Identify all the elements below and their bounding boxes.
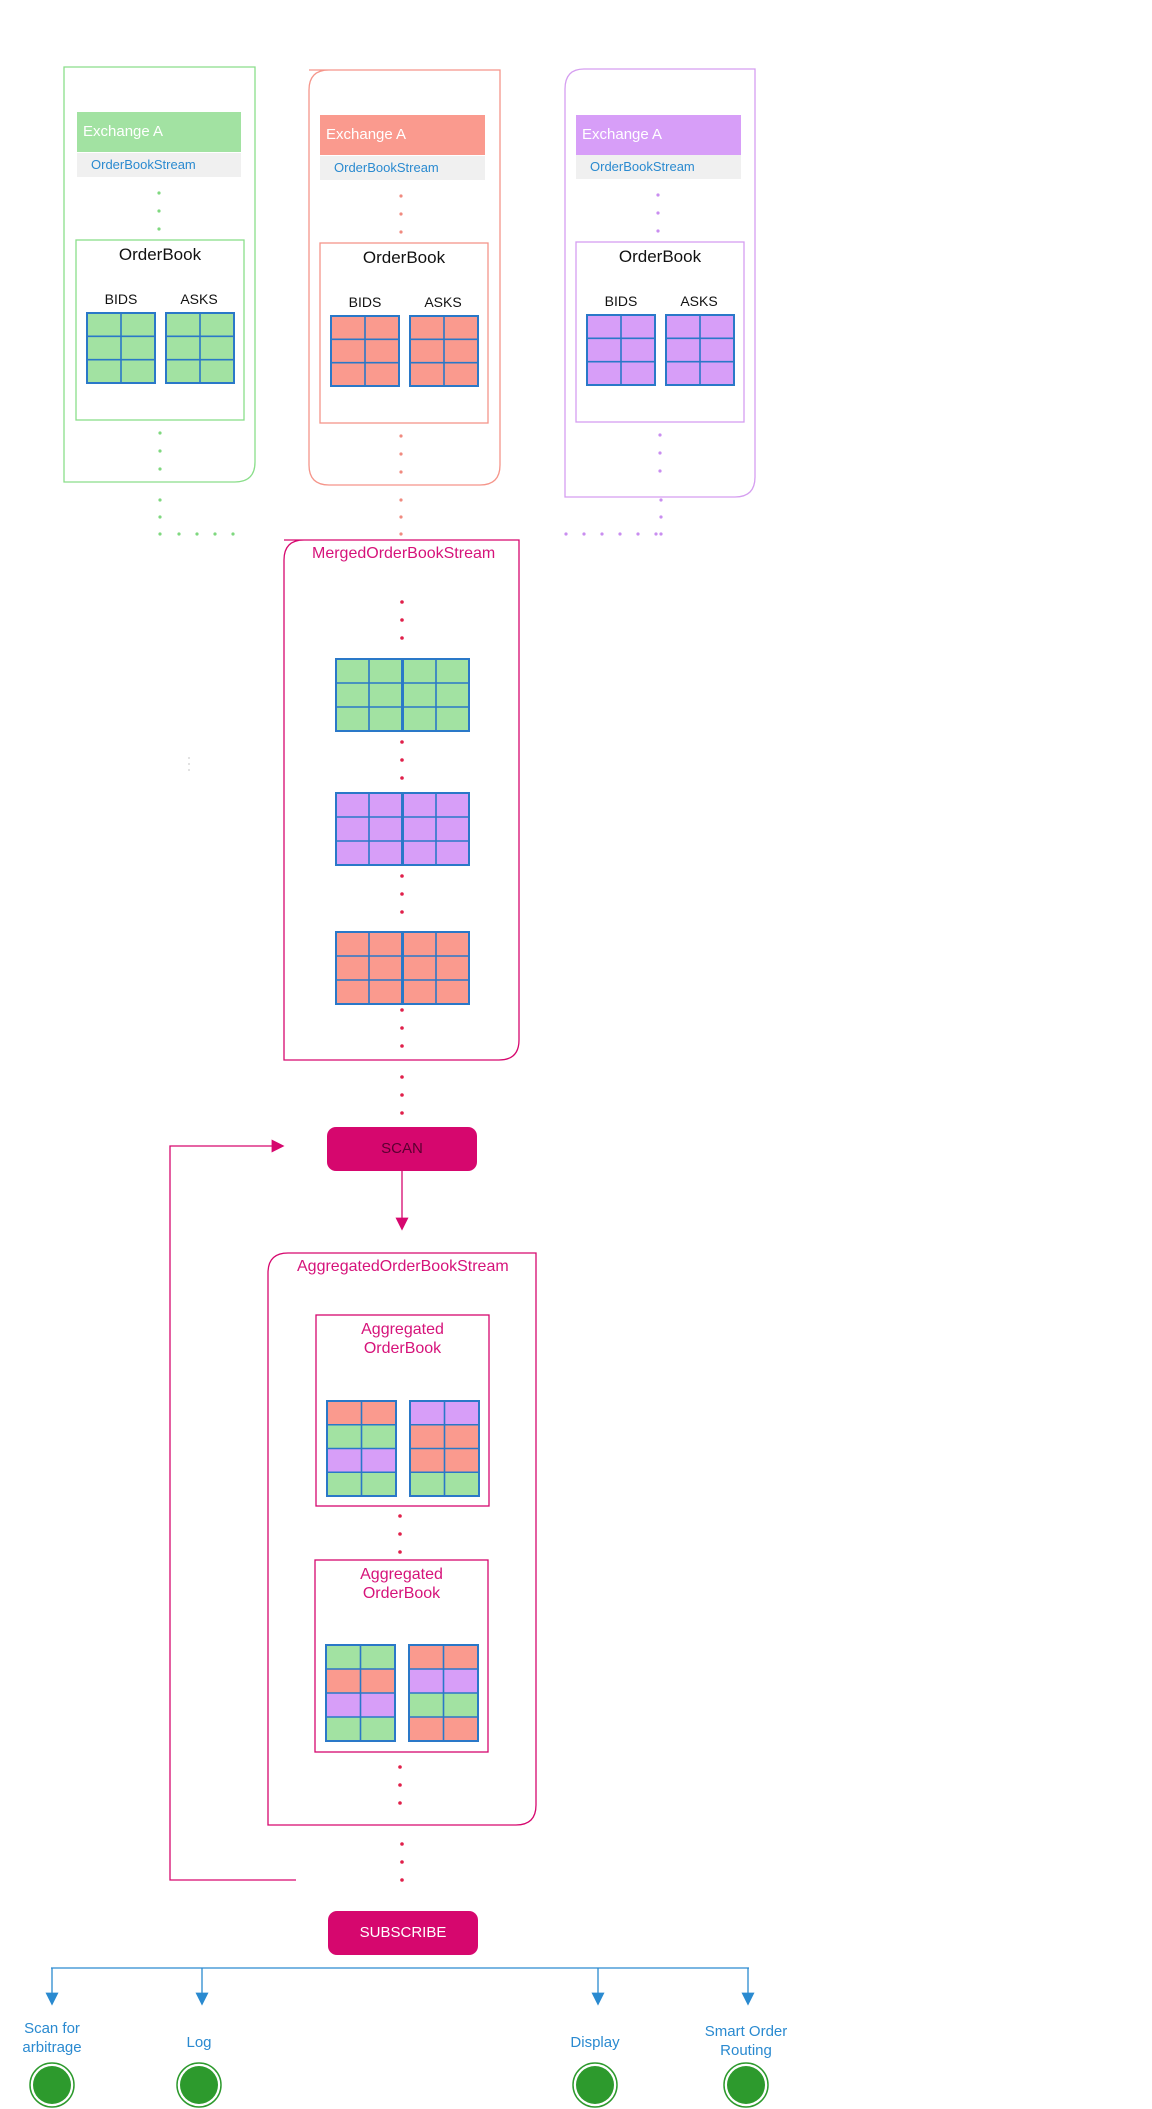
- output-node-scan-for-arbitrage[interactable]: [29, 2062, 75, 2108]
- grid-exchange3-bids-border: [586, 314, 656, 386]
- aggregated-orderbook-title-2-line1: Aggregated: [360, 1566, 443, 1583]
- grid-aggregated1-asks-border: [409, 1400, 480, 1497]
- dots-green: [157, 191, 235, 536]
- dots-aggregated: [398, 1514, 404, 1882]
- grid-merged-purple-asks: [402, 792, 470, 866]
- orderbook-grids: [86, 312, 735, 1742]
- orderbook-title-2: OrderBook: [362, 248, 446, 267]
- orderbook-title-3: OrderBook: [618, 247, 702, 266]
- aggregated-stream-title: AggregatedOrderBookStream: [297, 1258, 509, 1275]
- aggregated-orderbook-title-1: Aggregated OrderBook: [316, 1320, 489, 1358]
- asks-label-2: ASKS: [424, 294, 462, 310]
- dots-merged: [400, 600, 404, 1115]
- exchange-title-3: Exchange A: [576, 115, 741, 155]
- grid-merged-green-asks: [402, 658, 470, 732]
- grid-exchange2-asks-border: [409, 315, 479, 387]
- orderbook-box-salmon: [319, 242, 489, 424]
- output-label-log: Log: [149, 2033, 249, 2052]
- output-label-1-line2: arbitrage: [22, 2039, 82, 2056]
- bids-label-2: BIDS: [348, 294, 382, 310]
- grid-merged-purple-asks-border: [402, 792, 470, 866]
- output-node-log[interactable]: [176, 2062, 222, 2108]
- faint-dots: [188, 757, 190, 771]
- grid-exchange3-asks: [665, 314, 735, 386]
- grid-aggregated1-bids-border: [326, 1400, 397, 1497]
- grid-exchange1-bids: [86, 312, 156, 384]
- output-label-smart-order-routing: Smart Order Routing: [691, 2022, 801, 2060]
- grid-exchange2-bids-border: [330, 315, 400, 387]
- grid-exchange3-asks-border: [665, 314, 735, 386]
- asks-label-1: ASKS: [180, 291, 218, 307]
- output-label-display: Display: [545, 2033, 645, 2052]
- orderbook-title-1: OrderBook: [118, 245, 202, 264]
- grid-exchange1-bids-border: [86, 312, 156, 384]
- grid-aggregated2-asks-border: [408, 1644, 479, 1742]
- grid-merged-salmon-bids: [335, 931, 403, 1005]
- bids-label-3: BIDS: [604, 293, 638, 309]
- scan-button[interactable]: SCAN: [327, 1127, 477, 1171]
- grid-aggregated2-asks: [408, 1644, 479, 1742]
- grid-exchange1-asks: [165, 312, 235, 384]
- grid-aggregated1-asks: [409, 1400, 480, 1497]
- feedback-loop-line: [169, 1139, 296, 1881]
- exchange-container-purple: [564, 68, 756, 498]
- output-label-2-line1: Log: [186, 2034, 212, 2051]
- output-node-display[interactable]: [572, 2062, 618, 2108]
- aggregated-stream-container: [267, 1252, 537, 1826]
- orderbook-stream-label-3: OrderBookStream: [576, 155, 741, 179]
- grid-exchange3-bids: [586, 314, 656, 386]
- dots-salmon: [399, 194, 403, 536]
- bids-label-1: BIDS: [104, 291, 138, 307]
- exchange-container-salmon: [308, 69, 501, 486]
- output-label-1-line1: Scan for: [24, 2020, 80, 2037]
- orderbook-stream-label-1: OrderBookStream: [77, 153, 241, 177]
- output-label-4-line1: Smart Order: [704, 2023, 788, 2040]
- orderbook-stream-label-2: OrderBookStream: [320, 156, 485, 180]
- grid-aggregated2-bids: [325, 1644, 396, 1742]
- exchange-title-2: Exchange A: [320, 115, 485, 155]
- exchange-title-1: Exchange A: [77, 112, 241, 152]
- orderbook-box-purple: [575, 241, 745, 423]
- grid-merged-green-bids: [335, 658, 403, 732]
- grid-exchange2-asks: [409, 315, 479, 387]
- grid-exchange2-bids: [330, 315, 400, 387]
- grid-merged-green-asks-border: [402, 658, 470, 732]
- grid-exchange1-asks-border: [165, 312, 235, 384]
- output-node-smart-order-routing[interactable]: [723, 2062, 769, 2108]
- dots-purple: [564, 193, 663, 536]
- aggregated-orderbook-title-2: Aggregated OrderBook: [315, 1565, 488, 1603]
- output-label-4-line2: Routing: [720, 2042, 772, 2059]
- output-label-scan-for-arbitrage: Scan for arbitrage: [2, 2019, 102, 2057]
- output-label-3-line1: Display: [570, 2034, 620, 2051]
- merged-stream-title: MergedOrderBookStream: [312, 545, 496, 562]
- grid-merged-salmon-asks: [402, 931, 470, 1005]
- orderbook-box-green: [75, 239, 245, 421]
- aggregated-orderbook-title-1-line2: OrderBook: [363, 1340, 442, 1357]
- aggregated-orderbook-box-2: [314, 1559, 489, 1753]
- exchange-container-green: [63, 66, 256, 483]
- subscribe-fanout: [45, 1967, 755, 2006]
- grid-merged-purple-bids: [335, 792, 403, 866]
- aggregated-orderbook-box-1: [315, 1314, 490, 1507]
- aggregated-orderbook-title-1-line1: Aggregated: [361, 1321, 444, 1338]
- grid-aggregated1-bids: [326, 1400, 397, 1497]
- subscribe-button[interactable]: SUBSCRIBE: [328, 1911, 478, 1955]
- merged-stream-container: [283, 539, 520, 1061]
- grid-aggregated2-bids-border: [325, 1644, 396, 1742]
- aggregated-orderbook-title-2-line2: OrderBook: [362, 1585, 441, 1602]
- asks-label-3: ASKS: [680, 293, 718, 309]
- grid-merged-salmon-asks-border: [402, 931, 470, 1005]
